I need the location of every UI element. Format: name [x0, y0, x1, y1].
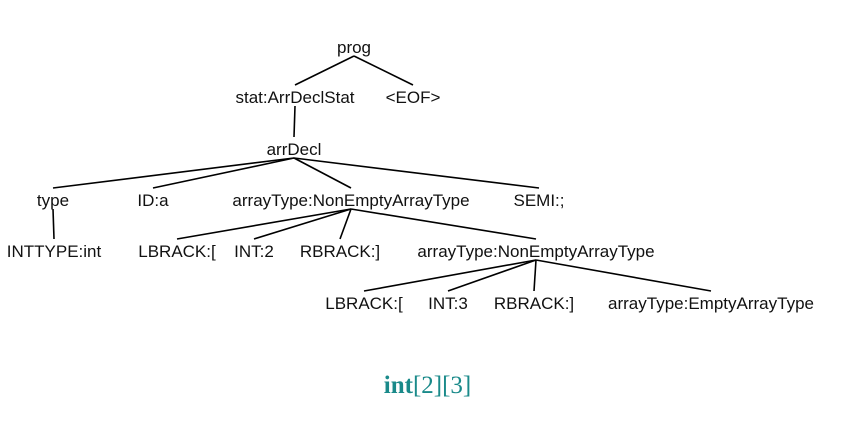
tree-edge — [52, 157, 295, 189]
tree-edge — [152, 157, 295, 189]
tree-node-int2: INT:2 — [234, 242, 274, 261]
tree-node-labels: prog stat:ArrDeclStat <EOF> arrDecl type ID:a… — [7, 38, 814, 313]
tree-node-arrType3: arrayType:EmptyArrayType — [608, 294, 814, 313]
tree-node-inttype: INTTYPE:int — [7, 242, 102, 261]
tree-edge — [339, 208, 352, 240]
tree-node-prog: prog — [337, 38, 371, 57]
tree-edges — [52, 55, 712, 292]
type-caption: int[2][3] — [0, 372, 855, 400]
tree-edge — [294, 55, 355, 86]
tree-node-lbrack1: LBRACK:[ — [138, 242, 216, 261]
tree-edge — [52, 208, 55, 240]
tree-edge — [363, 259, 537, 292]
parse-tree-diagram: prog stat:ArrDeclStat <EOF> arrDecl type ID:a… — [7, 38, 814, 313]
tree-edge — [535, 259, 712, 292]
tree-node-arrType1: arrayType:NonEmptyArrayType — [232, 191, 469, 210]
caption-dimensions: [2][3] — [412, 372, 472, 399]
tree-node-type: type — [37, 191, 69, 210]
tree-node-id: ID:a — [137, 191, 169, 210]
tree-edge — [353, 55, 414, 86]
tree-edge — [293, 157, 352, 189]
tree-edge — [293, 157, 540, 189]
tree-edge — [533, 259, 537, 292]
tree-node-arrType2: arrayType:NonEmptyArrayType — [417, 242, 654, 261]
tree-edge — [293, 105, 296, 138]
tree-node-rbrack2: RBRACK:] — [494, 294, 574, 313]
tree-edge — [176, 208, 352, 240]
caption-keyword: int — [383, 372, 413, 399]
tree-node-rbrack1: RBRACK:] — [300, 242, 380, 261]
tree-node-arrDecl: arrDecl — [267, 140, 322, 159]
tree-edge — [447, 259, 537, 292]
tree-edge — [350, 208, 537, 240]
tree-node-stat: stat:ArrDeclStat — [235, 88, 354, 107]
tree-node-eof: <EOF> — [386, 88, 441, 107]
tree-node-int3: INT:3 — [428, 294, 468, 313]
tree-node-semi: SEMI:; — [513, 191, 564, 210]
tree-edge — [253, 208, 352, 240]
tree-node-lbrack2: LBRACK:[ — [325, 294, 403, 313]
